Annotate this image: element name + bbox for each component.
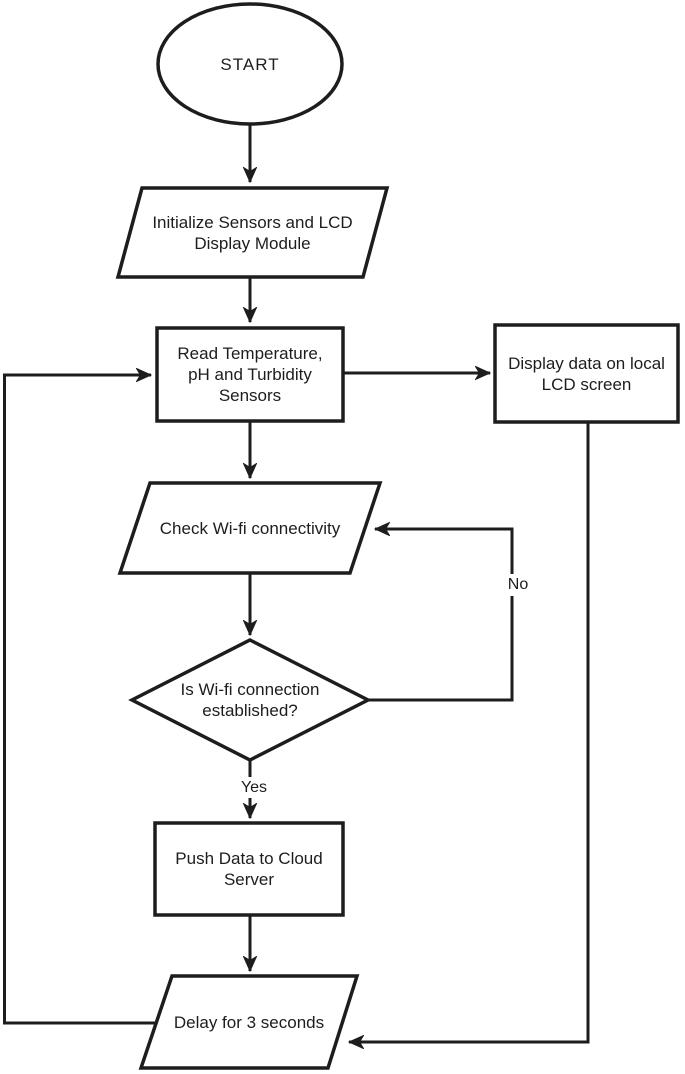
decision-diamond-shape xyxy=(128,638,372,762)
start-terminator-shape xyxy=(156,2,344,126)
init-parallelogram-shape xyxy=(115,186,390,279)
check-parallelogram-shape xyxy=(117,481,383,575)
push-process-shape xyxy=(153,821,345,917)
read-process-shape xyxy=(155,326,345,423)
display-process-shape xyxy=(493,323,680,424)
delay-parallelogram-shape xyxy=(138,974,360,1070)
edge-display-to-delay xyxy=(349,422,590,1042)
edge-delay-loop-to-read xyxy=(3,375,159,1025)
edge-decision-no-loop-to-check xyxy=(368,529,514,702)
